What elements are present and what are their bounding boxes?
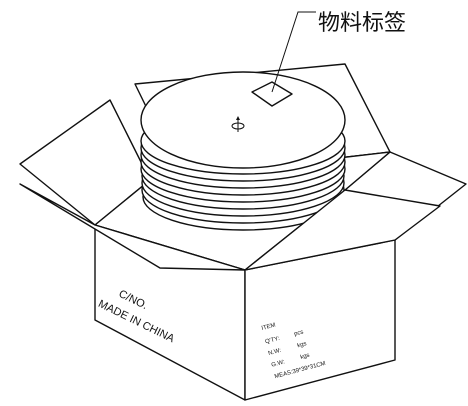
spec-nw-unit: kgs [297,341,308,349]
wafer-stack [140,71,346,231]
spec-nw-label: N.W: [268,348,283,357]
spec-gw-unit: kgs [300,353,311,361]
wafer-top-disc [140,71,346,169]
callout-label: 物料标签 [318,11,406,36]
spec-qty-label: Q'TY: [265,336,281,346]
box-front-right-flap [244,189,441,271]
spec-qty-unit: pcs [294,329,305,337]
spec-gw-label: G.W: [271,359,286,368]
center-mark-icon [231,116,245,132]
spec-item: ITEM [261,322,276,332]
callout-leader-line [271,11,316,93]
material-label-sticker [251,81,293,107]
